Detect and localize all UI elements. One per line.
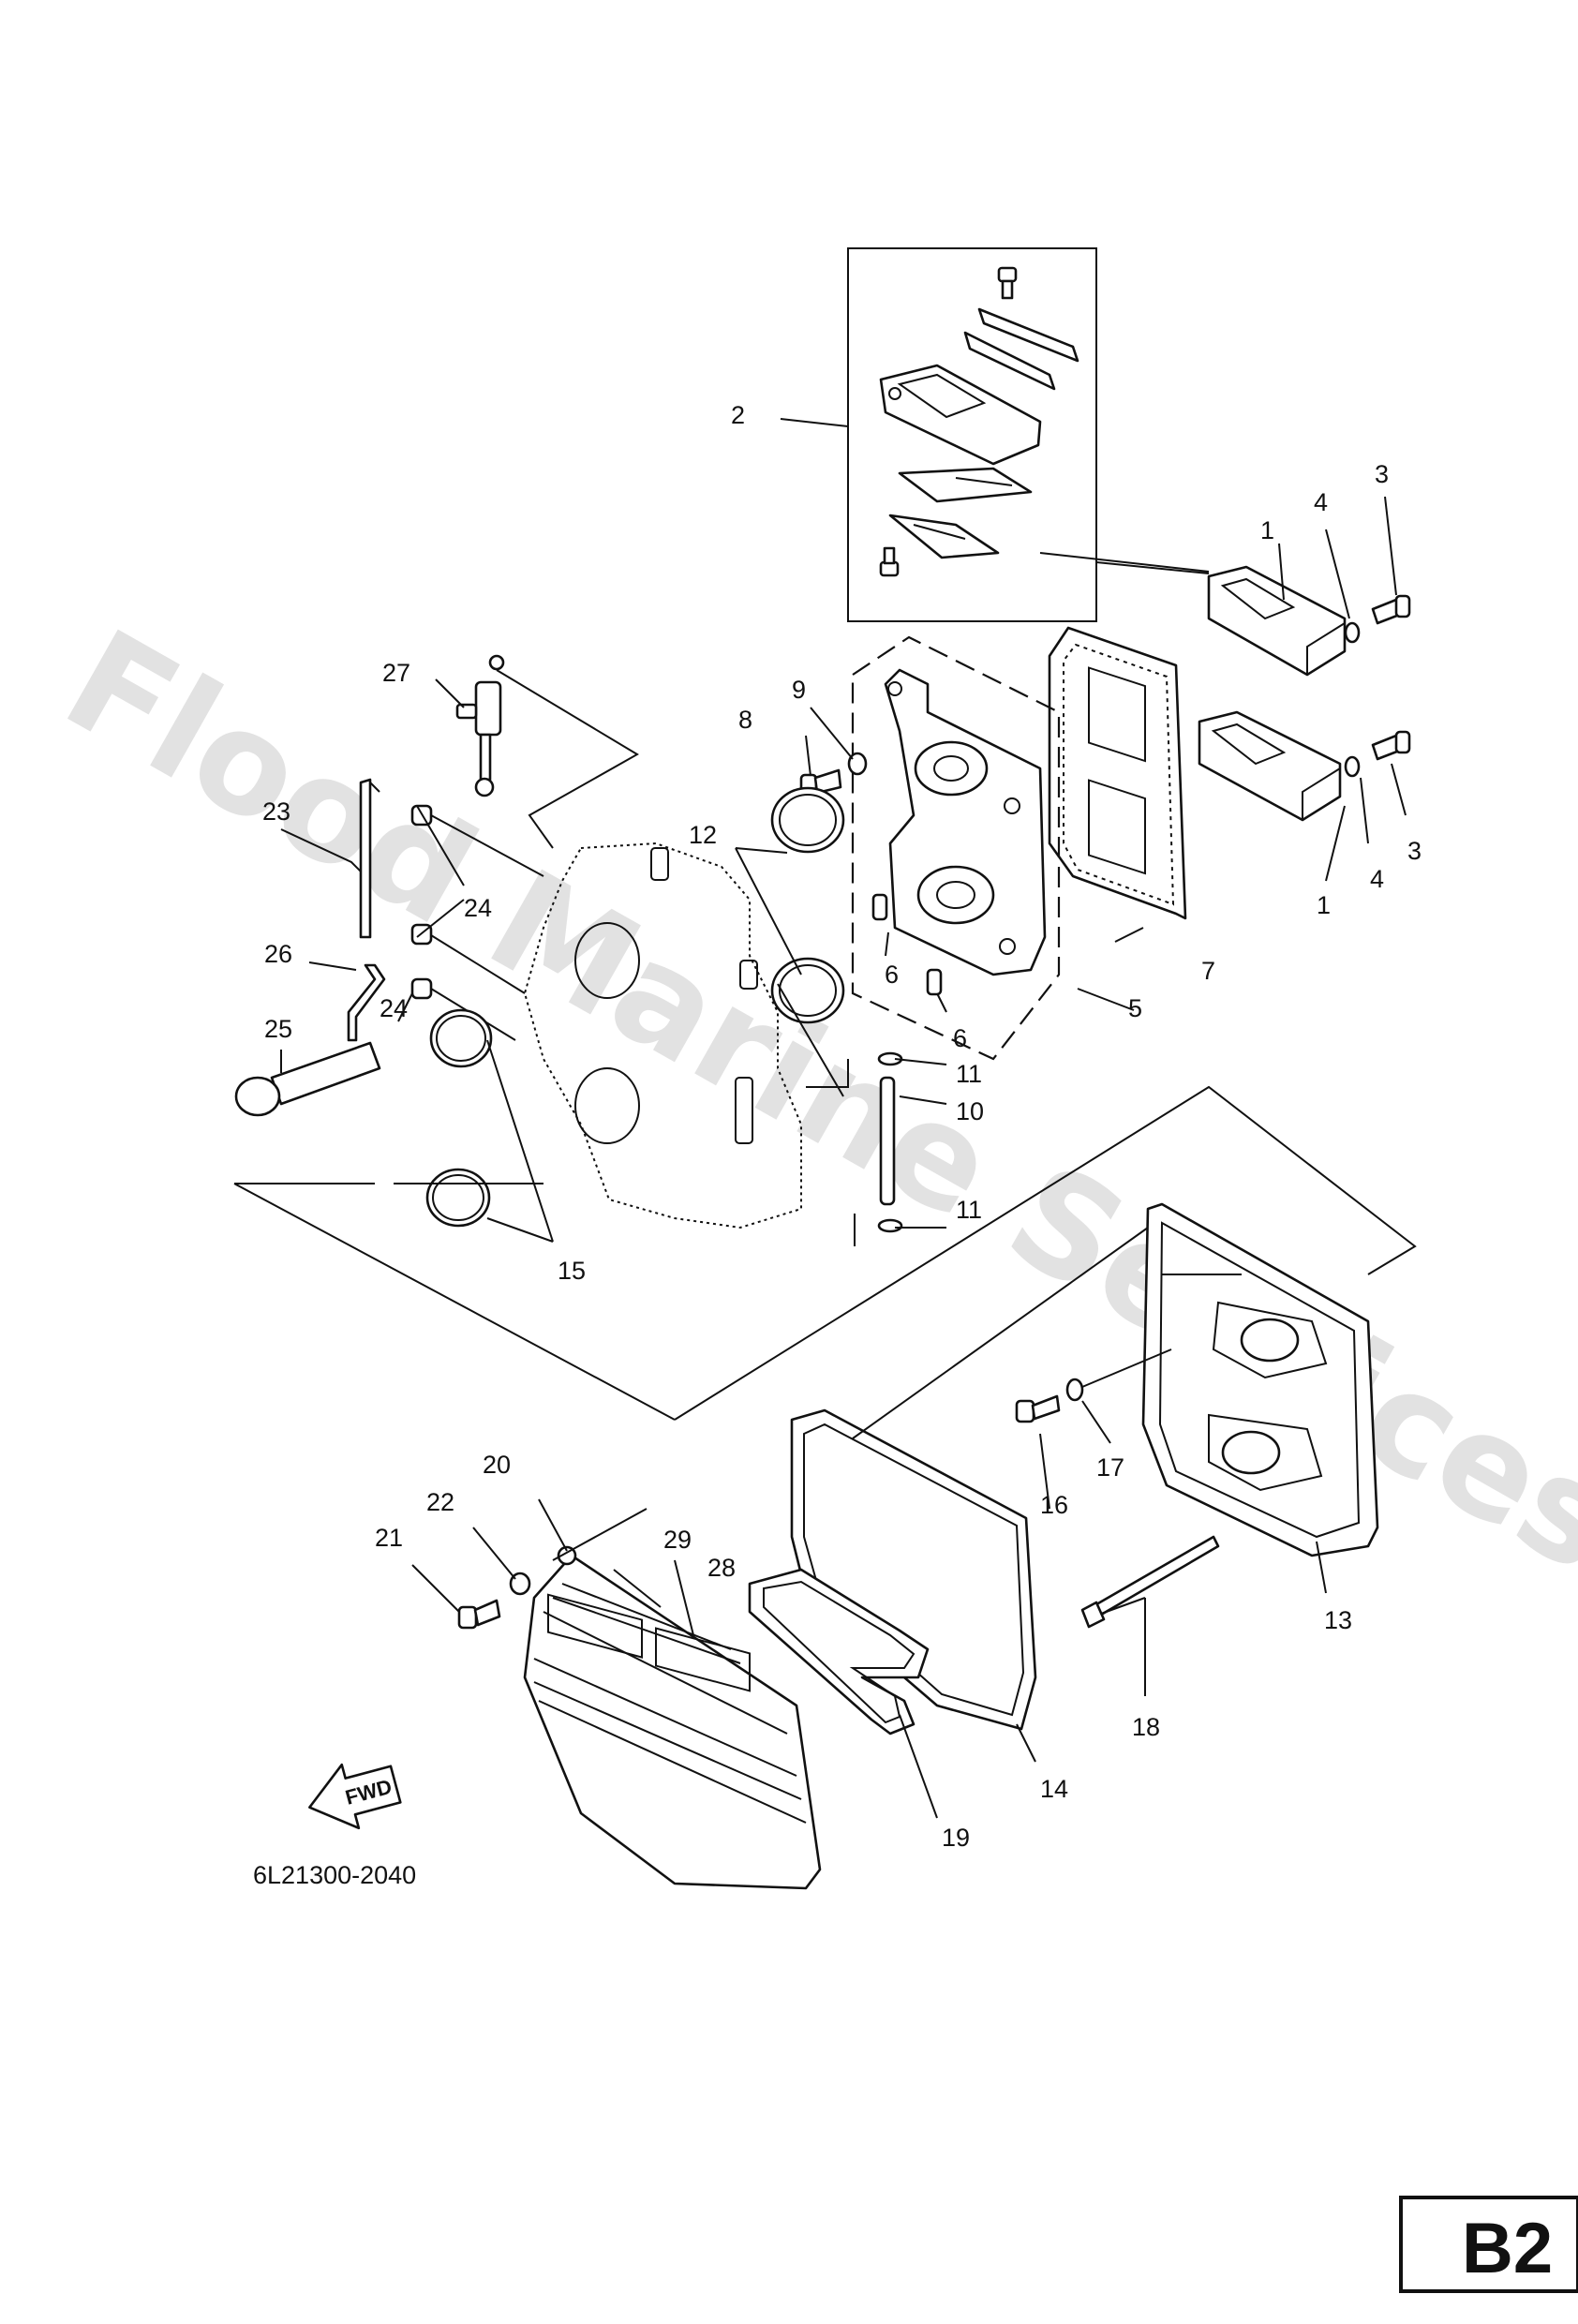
gasket-14 (790, 1408, 1037, 1731)
callout-3: 3 (1375, 460, 1389, 488)
callout-9: 9 (792, 676, 806, 704)
callout-4: 4 (1314, 488, 1328, 516)
callout-10: 10 (956, 1097, 984, 1125)
callout-28: 28 (707, 1554, 736, 1582)
intake-manifold-5 (884, 668, 1047, 976)
nipple-6-lower (926, 968, 943, 996)
screw-3-upper (1371, 594, 1411, 625)
callout-21: 21 (375, 1524, 403, 1552)
screw-3-lower (1371, 730, 1411, 761)
callout-7: 7 (1201, 957, 1215, 985)
plug-25 (234, 1041, 381, 1117)
o-ring-12-upper (770, 786, 845, 854)
fuel-enrichener-27 (455, 654, 505, 797)
nipple-6-upper (871, 893, 888, 921)
page-reference-box: B2 (1399, 2196, 1578, 2293)
clip-11-lower (877, 1218, 903, 1233)
leader-lines (280, 496, 1407, 1819)
callout-23: 23 (262, 797, 290, 826)
washer-4-upper (1344, 621, 1361, 644)
bolt-18 (1080, 1535, 1220, 1629)
leader-inset-to-part1 (1039, 552, 1210, 574)
callout-8: 8 (738, 706, 752, 734)
clip-24-lower (410, 977, 433, 1000)
callout-12: 12 (689, 821, 717, 849)
manifold-5-boundary (851, 635, 1061, 1061)
o-ring-15-lower (425, 1168, 491, 1228)
callout-3: 3 (1407, 837, 1422, 865)
pin-10 (879, 1076, 896, 1206)
callout-16: 16 (1040, 1491, 1068, 1519)
callout-11: 11 (956, 1196, 982, 1224)
callout-19: 19 (942, 1824, 970, 1852)
callout-24: 24 (380, 994, 408, 1022)
callout-13: 13 (1324, 1606, 1352, 1634)
cylinder-head-cover (523, 1545, 822, 1890)
callout-5: 5 (1128, 994, 1142, 1022)
callout-26: 26 (264, 940, 292, 968)
reed-valve-kit-inset (847, 247, 1097, 622)
gasket-19 (748, 1568, 930, 1736)
callout-2: 2 (731, 401, 745, 429)
callout-22: 22 (426, 1488, 454, 1516)
bolt-21 (457, 1599, 501, 1630)
callout-20: 20 (483, 1451, 511, 1479)
callout-17: 17 (1096, 1453, 1124, 1482)
callout-4: 4 (1370, 865, 1384, 893)
washer-4-lower (1344, 755, 1361, 778)
reed-valve-assembly-lower (1198, 710, 1342, 822)
washer-17 (1065, 1378, 1084, 1402)
callout-24: 24 (464, 894, 492, 922)
callout-18: 18 (1132, 1713, 1160, 1741)
gasket-7 (1048, 626, 1187, 920)
callout-11: 11 (956, 1060, 982, 1088)
callout-6: 6 (953, 1024, 967, 1052)
reed-valve-assembly-upper (1207, 565, 1347, 677)
callout-6: 6 (885, 961, 899, 989)
callout-25: 25 (264, 1015, 292, 1043)
callout-15: 15 (558, 1257, 586, 1285)
assembly-outline (233, 983, 1417, 1421)
page-reference: B2 (1462, 2209, 1553, 2288)
o-ring-12-lower (770, 957, 845, 1024)
o-ring-15-upper (429, 1008, 493, 1068)
diagram-code: 6L21300-2040 (253, 1861, 416, 1889)
exhaust-cover-13 (1141, 1202, 1379, 1557)
callout-1: 1 (1317, 891, 1331, 919)
callout-27: 27 (382, 659, 410, 687)
leader-2 (780, 418, 849, 427)
callout-14: 14 (1040, 1775, 1068, 1803)
callout-1: 1 (1260, 516, 1274, 544)
bolt-16 (1015, 1394, 1061, 1423)
hose-23 (359, 778, 372, 939)
hose-26 (347, 963, 386, 1042)
callout-29: 29 (663, 1526, 692, 1554)
forward-direction-arrow: FWD (308, 1763, 402, 1830)
cylinder-block-phantom (523, 842, 802, 1229)
callout-labels: 1 1 2 3 3 4 4 5 6 6 7 8 9 10 11 11 12 13… (262, 401, 1422, 1852)
